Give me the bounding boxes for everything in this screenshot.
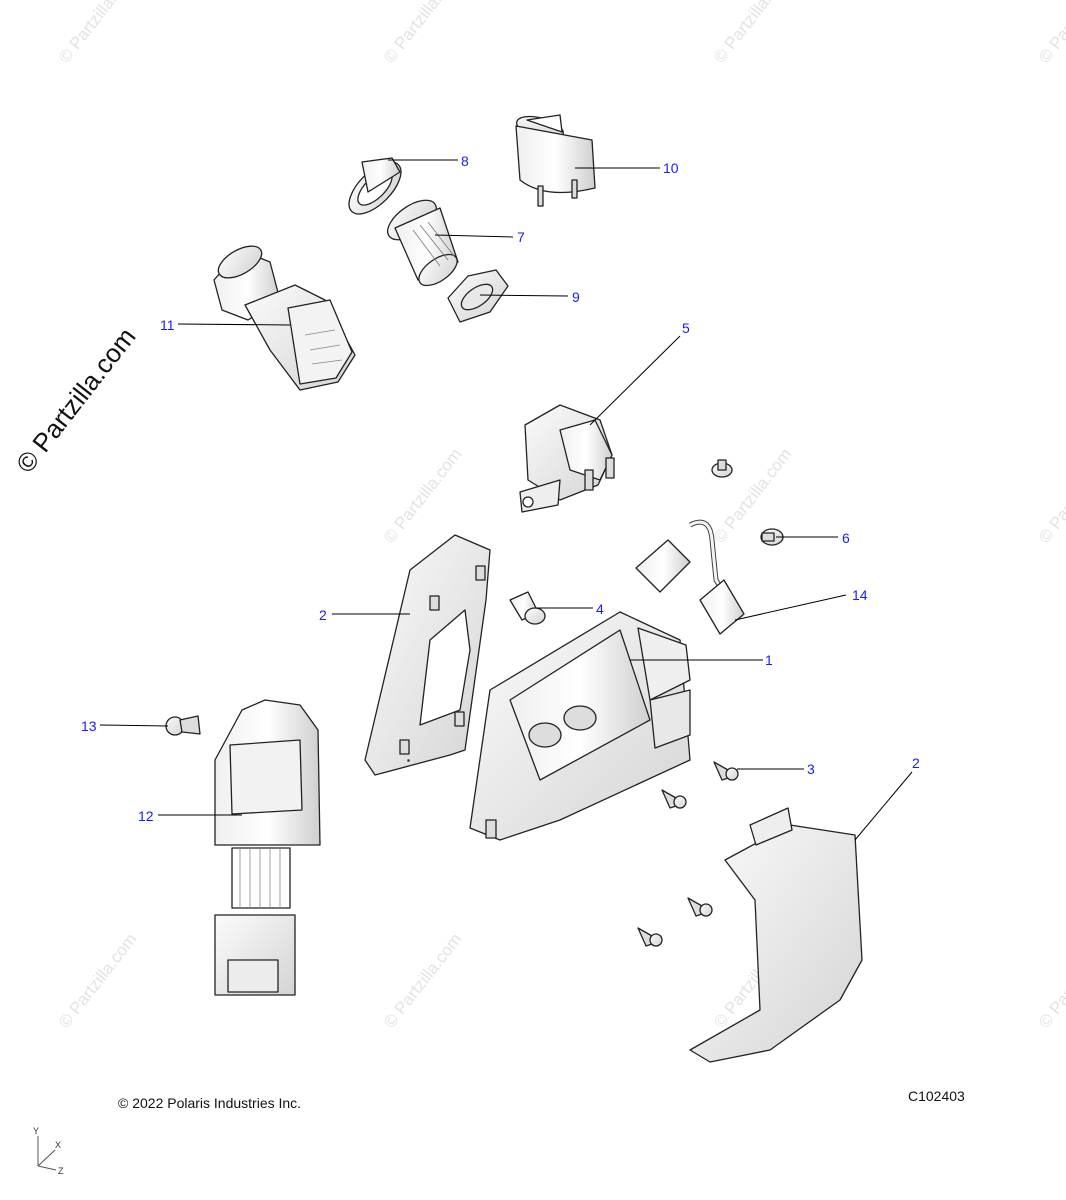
part-ecu-module	[407, 611, 691, 841]
part-flange-screw	[711, 459, 784, 546]
axis-x-label: X	[55, 1140, 62, 1150]
part-socket-body	[387, 199, 459, 287]
part-push-rivet	[509, 591, 546, 625]
axis-triad	[37, 1136, 57, 1171]
part-mounting-plate	[364, 534, 491, 776]
part-control-module	[214, 699, 321, 996]
callout-4: 4	[596, 601, 604, 617]
callout-8: 8	[461, 153, 469, 169]
callout-6: 6	[842, 530, 850, 546]
callout-10: 10	[663, 160, 679, 176]
part-wire-pigtail	[635, 519, 745, 635]
part-cylinder-relay	[515, 114, 596, 207]
part-screw	[637, 761, 739, 947]
part-bolt	[165, 715, 201, 736]
callout-7: 7	[517, 229, 525, 245]
copyright-text: © 2022 Polaris Industries Inc.	[118, 1095, 302, 1111]
part-ring-nut-top	[348, 157, 402, 215]
part-key-switch	[213, 245, 356, 391]
leader-lines	[99, 159, 913, 841]
callout-1: 1	[765, 652, 773, 668]
diagram-code: C102403	[908, 1088, 965, 1104]
callout-11: 11	[160, 317, 175, 333]
callout-2-plate: 2	[319, 607, 327, 623]
part-cover-bracket	[689, 807, 863, 1063]
callout-14: 14	[852, 587, 868, 603]
callout-9: 9	[572, 289, 580, 305]
part-hex-nut	[447, 269, 509, 323]
callout-13: 13	[81, 718, 97, 734]
axis-z-label: Z	[58, 1166, 64, 1176]
callout-2-cover: 2	[912, 755, 920, 771]
axis-y-label: Y	[33, 1126, 40, 1136]
part-solenoid	[519, 404, 615, 513]
callout-5: 5	[682, 320, 690, 336]
callout-12: 12	[138, 808, 154, 824]
callout-3: 3	[807, 761, 815, 777]
